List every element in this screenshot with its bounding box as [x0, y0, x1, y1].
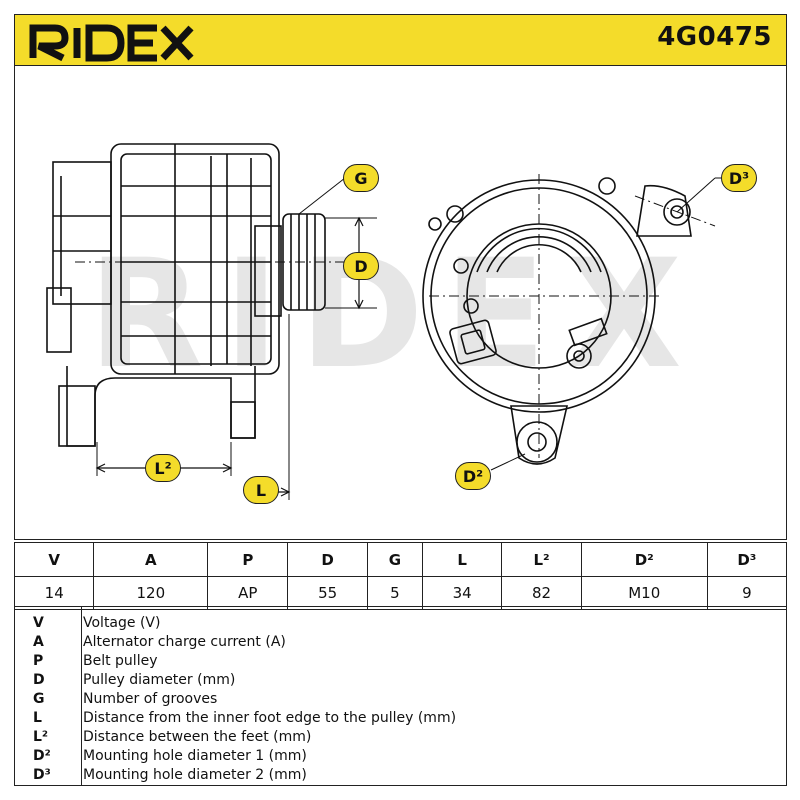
spec-table: V A P D G L L² D² D³ 14 120 AP 55 5 34 8…	[13, 542, 788, 610]
legend-text: Mounting hole diameter 1 (mm)	[83, 748, 307, 764]
spec-header-row: V A P D G L L² D² D³	[13, 542, 788, 577]
legend-item: L Distance from the inner foot edge to t…	[15, 710, 786, 728]
spec-value-cell: 34	[421, 576, 503, 610]
legend-item: V Voltage (V)	[15, 615, 786, 633]
spec-header-cell: P	[207, 542, 289, 577]
label-d2-badge: D²	[455, 462, 491, 490]
legend-key: V	[33, 615, 44, 631]
spec-value-cell: 82	[501, 576, 582, 610]
spec-value-cell: M10	[580, 576, 708, 610]
spec-value-cell: 55	[287, 576, 368, 610]
spec-value-cell: AP	[207, 576, 289, 610]
legend-box: V Voltage (V) A Alternator charge curren…	[14, 606, 787, 786]
legend-text: Number of grooves	[83, 691, 218, 707]
legend-key: L	[33, 710, 42, 726]
spec-value-cell: 9	[706, 576, 788, 610]
spec-value-cell: 5	[366, 576, 423, 610]
spec-header-cell: D²	[580, 542, 708, 577]
header-bar: 4G0475	[14, 14, 787, 66]
spec-header-cell: A	[93, 542, 209, 577]
part-number: 4G0475	[657, 22, 772, 52]
legend-key: L²	[33, 729, 49, 745]
legend-divider	[81, 607, 82, 785]
spec-header-cell: L	[421, 542, 503, 577]
legend-text: Voltage (V)	[83, 615, 161, 631]
watermark-text: RIDEX	[88, 228, 702, 402]
legend-key: D	[33, 672, 45, 688]
label-d-badge: D	[343, 252, 379, 280]
legend-key: D³	[33, 767, 51, 783]
legend-item: L² Distance between the feet (mm)	[15, 729, 786, 747]
alternator-drawing: RIDEX	[46, 143, 721, 500]
legend-item: D Pulley diameter (mm)	[15, 672, 786, 690]
legend-text: Distance from the inner foot edge to the…	[83, 710, 457, 726]
spec-header-cell: D	[287, 542, 368, 577]
legend-item: G Number of grooves	[15, 691, 786, 709]
legend-item: P Belt pulley	[15, 653, 786, 671]
spec-value-cell: 14	[13, 576, 95, 610]
spec-header-cell: L²	[501, 542, 582, 577]
legend-text: Alternator charge current (A)	[83, 634, 286, 650]
legend-key: D²	[33, 748, 51, 764]
label-l-badge: L	[243, 476, 279, 504]
legend-key: P	[33, 653, 44, 669]
legend-item: D² Mounting hole diameter 1 (mm)	[15, 748, 786, 766]
spec-header-cell: D³	[706, 542, 788, 577]
legend-text: Belt pulley	[83, 653, 158, 669]
legend-text: Mounting hole diameter 2 (mm)	[83, 767, 307, 783]
label-l2-badge: L²	[145, 454, 181, 482]
legend-item: A Alternator charge current (A)	[15, 634, 786, 652]
legend-key: G	[33, 691, 45, 707]
spec-header-cell: G	[366, 542, 423, 577]
legend-text: Distance between the feet (mm)	[83, 729, 312, 745]
spec-value-cell: 120	[93, 576, 209, 610]
spec-value-row: 14 120 AP 55 5 34 82 M10 9	[13, 576, 788, 610]
legend-item: D³ Mounting hole diameter 2 (mm)	[15, 767, 786, 785]
legend-key: A	[33, 634, 44, 650]
label-d3-badge: D³	[721, 164, 757, 192]
label-g-badge: G	[343, 164, 379, 192]
legend-text: Pulley diameter (mm)	[83, 672, 236, 688]
technical-drawing: RIDEX	[14, 66, 787, 540]
spec-header-cell: V	[13, 542, 95, 577]
ridex-logo	[29, 24, 194, 62]
